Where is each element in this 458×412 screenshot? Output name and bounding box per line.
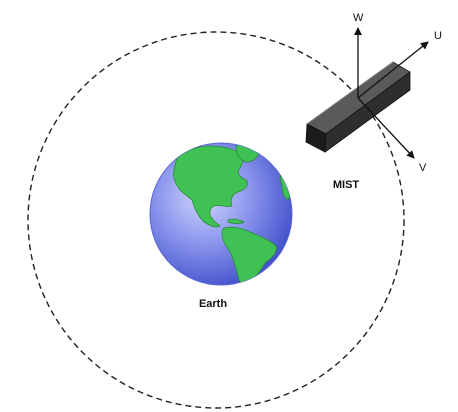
w-axis-label: W (353, 12, 364, 24)
body-axes (354, 27, 429, 159)
v-axis-arrow (357, 97, 415, 159)
v-axis-label: V (419, 162, 427, 174)
caribbean-landmass (227, 218, 245, 224)
u-axis-arrow (357, 41, 429, 99)
earth-globe-icon (149, 142, 293, 286)
south-america-landmass (221, 226, 277, 285)
earth-label: Earth (199, 298, 227, 310)
spacecraft-label: MIST (333, 179, 360, 191)
orbit-path (27, 31, 405, 409)
u-axis-label: U (434, 30, 442, 42)
